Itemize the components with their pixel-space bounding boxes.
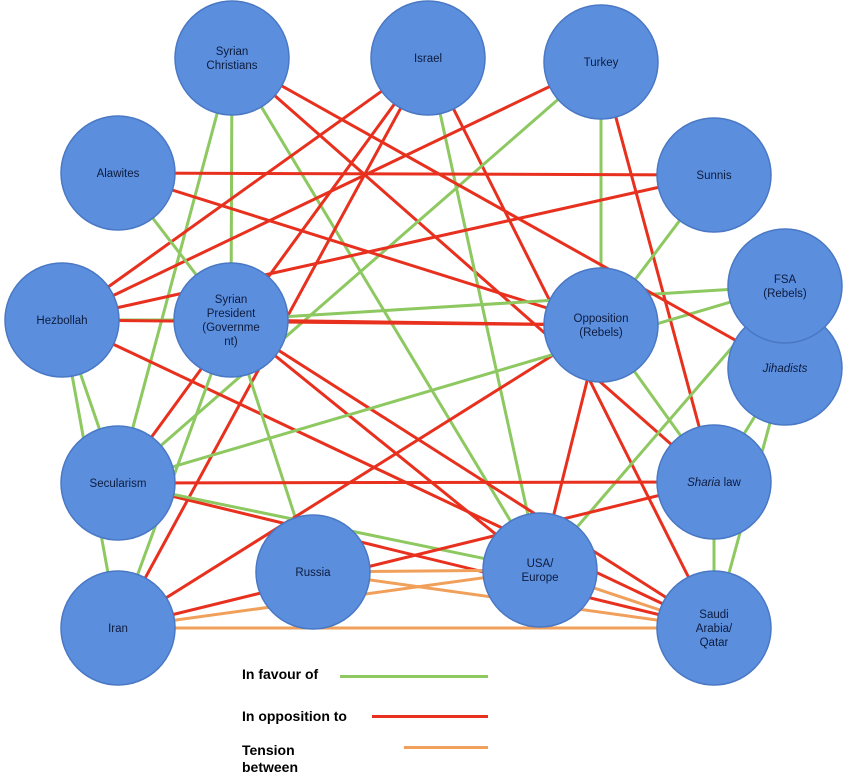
edge-opposition-turkey-hezbollah [61, 60, 602, 322]
edge-opposition-israel-secularism [116, 57, 430, 484]
node-secularism: Secularism [60, 425, 176, 541]
node-circle-syrian-christians [174, 0, 290, 116]
edge-opposition-jihadists-syrian-christians [231, 56, 786, 370]
edge-favour-israel-usa-europe [426, 57, 542, 571]
node-label-iran: Iran [108, 623, 128, 635]
edge-opposition-alawites-opposition [117, 171, 602, 327]
edge-opposition-hezbollah-saudi-qatar [61, 318, 715, 630]
legend-label-favour: In favour of [242, 666, 319, 682]
node-circle-usa-europe [482, 512, 598, 628]
node-jihadists: Jihadists [727, 310, 843, 426]
node-turkey: Turkey [543, 4, 659, 120]
edge-opposition-secularism-sharia-law [117, 480, 715, 485]
edge-favour-syrian-christians-secularism [116, 57, 234, 484]
edge-opposition-sharia-law-iran [117, 480, 715, 630]
edge-opposition-syrian-president-saudi-qatar [230, 318, 715, 630]
node-alawites: Alawites [60, 115, 176, 231]
legend-label-opposition: In opposition to [242, 708, 347, 724]
node-israel: Israel [370, 0, 486, 116]
edge-opposition-syrian-president-usa-europe [230, 318, 541, 572]
node-label-syrian-president: Syrian [215, 294, 248, 306]
node-label-russia: Russia [295, 567, 331, 579]
node-sharia-law: Sharia law [656, 424, 772, 540]
node-label-fsa: FSA [774, 274, 797, 286]
node-circle-turkey [543, 4, 659, 120]
node-label-syrian-christians: Christians [206, 60, 257, 72]
node-label-secularism: Secularism [90, 478, 147, 490]
node-label-usa-europe: Europe [521, 572, 558, 584]
node-label-syrian-president: President [207, 308, 256, 320]
node-circle-hezbollah [4, 262, 120, 378]
edge-opposition-alawites-sunnis [117, 171, 715, 177]
node-label-syrian-president: nt) [224, 336, 238, 348]
node-opposition: Opposition (Rebels) [543, 267, 659, 383]
node-label-saudi-qatar: Arabia/ [696, 623, 733, 635]
edges-layer [60, 56, 787, 630]
node-fsa: FSA (Rebels) [727, 228, 843, 344]
node-label-jihadists: Jihadists [762, 363, 808, 375]
edge-opposition-israel-hezbollah [61, 56, 429, 322]
edge-opposition-sunnis-hezbollah [61, 173, 715, 322]
edge-opposition-opposition-iran [117, 323, 602, 630]
node-circle-israel [370, 0, 486, 116]
node-circle-iran [60, 570, 176, 686]
node-label-syrian-president: (Governme [202, 322, 260, 334]
node-circle-opposition [543, 267, 659, 383]
node-label-fsa: (Rebels) [763, 288, 807, 300]
node-iran: Iran [60, 570, 176, 686]
node-label-saudi-qatar: Saudi [699, 609, 728, 621]
edge-opposition-turkey-sharia-law [599, 61, 716, 483]
node-sunnis: Sunnis [656, 117, 772, 233]
node-circle-syrian-president [173, 262, 289, 378]
node-circle-sunnis [656, 117, 772, 233]
node-hezbollah: Hezbollah [4, 262, 120, 378]
node-label-opposition: (Rebels) [579, 327, 623, 339]
node-label-alawites: Alawites [97, 168, 140, 180]
edge-favour-fsa-syrian-president [230, 284, 786, 322]
node-circle-sharia-law [656, 424, 772, 540]
legend-line-favour [340, 675, 488, 678]
node-circle-fsa [727, 228, 843, 344]
node-label-israel: Israel [414, 53, 442, 65]
node-circle-secularism [60, 425, 176, 541]
node-label-sunnis: Sunnis [696, 170, 731, 182]
legend-label-tension: Tension between [242, 742, 299, 775]
node-circle-alawites [60, 115, 176, 231]
edge-opposition-syrian-president-opposition [230, 318, 602, 327]
legend-line-tension [404, 746, 488, 749]
edge-favour-turkey-secularism [117, 60, 602, 485]
node-circle-saudi-qatar [656, 570, 772, 686]
node-label-turkey: Turkey [584, 57, 619, 69]
node-label-syrian-christians: Syrian [216, 46, 249, 58]
node-usa-europe: USA/Europe [482, 512, 598, 628]
edge-favour-fsa-secularism [117, 284, 786, 485]
node-label-sharia-law: Sharia law [687, 477, 741, 489]
node-label-hezbollah: Hezbollah [36, 315, 87, 327]
node-circle-russia [255, 514, 371, 630]
node-label-usa-europe: USA/ [527, 558, 555, 570]
node-label-saudi-qatar: Qatar [700, 637, 729, 649]
legend-line-opposition [372, 715, 488, 718]
node-label-opposition: Opposition [574, 313, 629, 325]
node-russia: Russia [255, 514, 371, 630]
